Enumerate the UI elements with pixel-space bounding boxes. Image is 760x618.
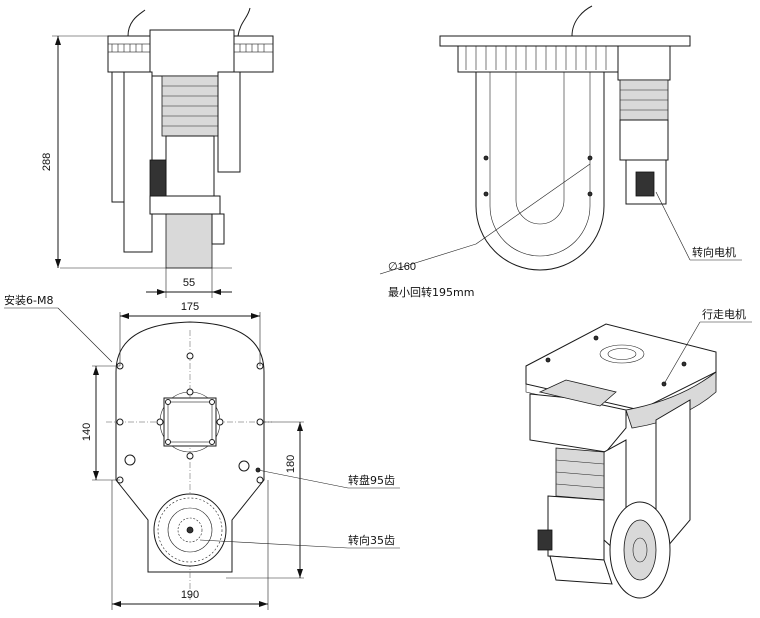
dimension-180: 180 [285,455,297,473]
drive-motor-label: 行走电机 [702,307,746,321]
side-view: 288 55 [41,7,274,298]
min-turning-label: 最小回转195mm [388,285,474,299]
steering-motor-label: 转向电机 [692,245,736,259]
dimension-190: 190 [181,589,199,601]
steering-teeth-label: 转向35齿 [348,533,395,547]
dimension-160: ∅160 [388,261,416,273]
plan-view: 安装6-M8 175 140 180 190 转盘95齿 [4,293,400,610]
dimension-55: 55 [183,277,195,289]
dimension-140: 140 [81,423,93,441]
isometric-view: 行走电机 [525,307,752,599]
turntable-teeth-label: 转盘95齿 [348,473,395,487]
mount-label: 安装6-M8 [4,293,53,307]
dimension-175: 175 [181,301,199,313]
dimension-288: 288 [41,153,53,171]
front-view: ∅160 最小回转195mm 转向电机 [379,5,742,299]
